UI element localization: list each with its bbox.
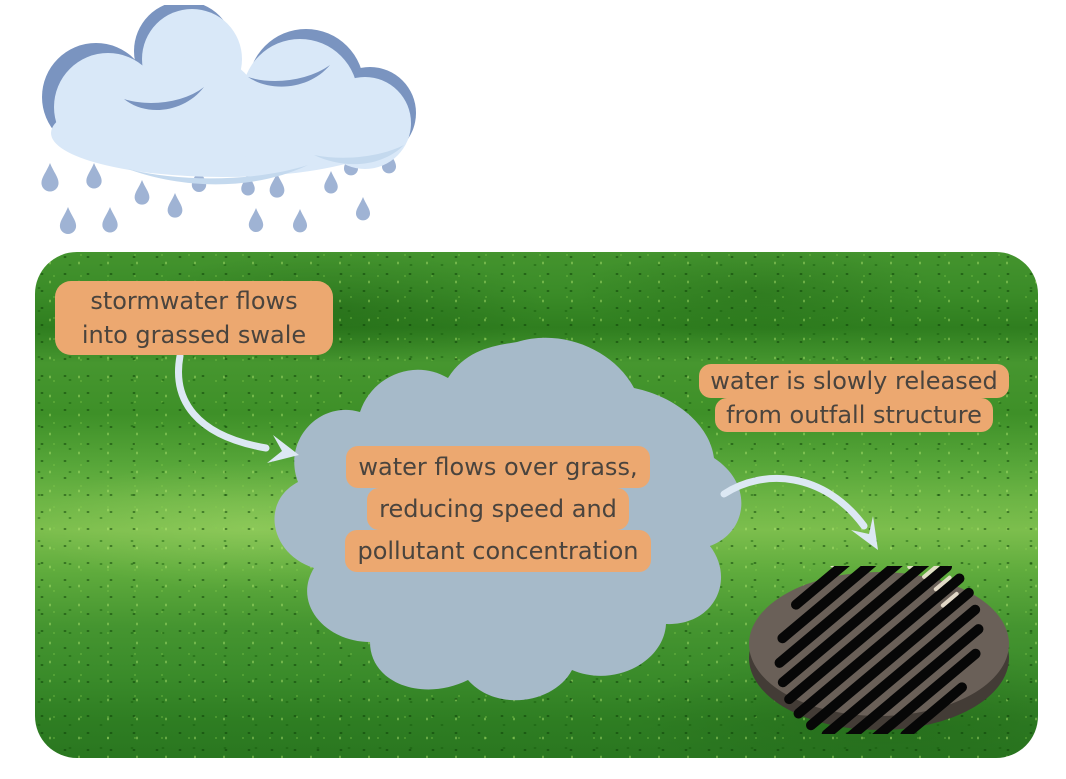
cloud-body	[42, 5, 416, 185]
label-over-grass-line3: pollutant concentration	[345, 530, 651, 572]
label-inflow-line1: stormwater flows	[90, 287, 298, 315]
label-inflow-line2: into grassed swale	[81, 321, 307, 349]
drain-grate-icon	[749, 566, 1009, 734]
label-over-grass: water flows over grass, reducing speed a…	[328, 446, 668, 572]
rain-cloud-icon	[41, 5, 416, 234]
label-outfall-line1: water is slowly released	[699, 364, 1009, 398]
drain-slots	[774, 566, 984, 734]
label-outfall-line2: from outfall structure	[715, 398, 993, 432]
label-over-grass-line2: reducing speed and	[367, 488, 629, 530]
label-inflow: stormwater flows into grassed swale	[55, 281, 333, 355]
arrow-inflow-icon	[175, 352, 299, 463]
arrow-outfall-icon	[720, 475, 878, 550]
label-over-grass-line1: water flows over grass,	[346, 446, 650, 488]
grass-photo: stormwater flows into grassed swale wate…	[35, 252, 1038, 758]
label-outfall: water is slowly released from outfall st…	[686, 364, 1022, 432]
